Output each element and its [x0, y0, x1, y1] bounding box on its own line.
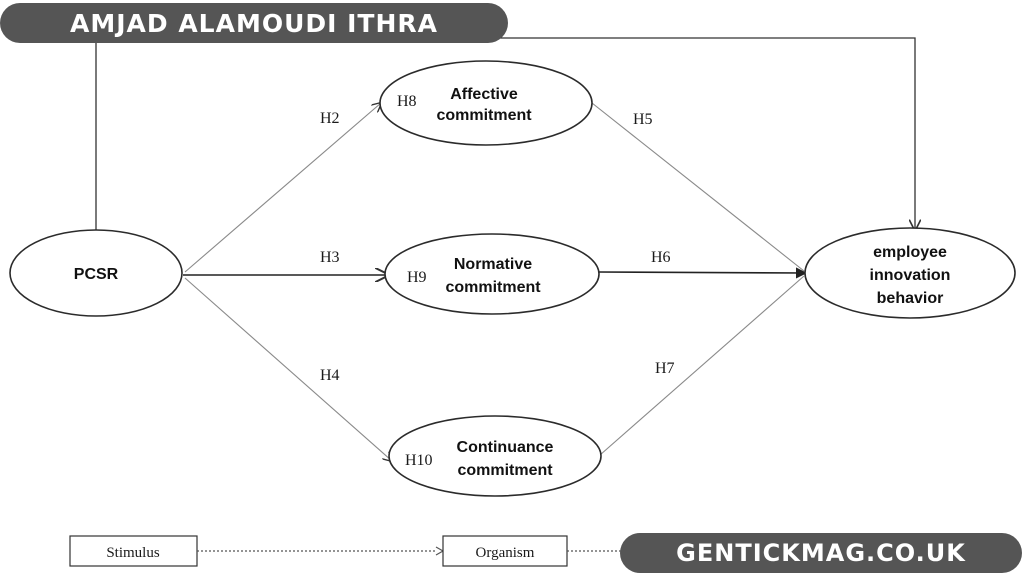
- hypothesis-label-h10: H10: [405, 452, 433, 469]
- legend-stimulus-label: Stimulus: [106, 545, 160, 561]
- node-outcome-label-3: behavior: [877, 290, 944, 307]
- hypothesis-label-h2: H2: [320, 110, 340, 127]
- edge-pcsr-to-affective: [184, 103, 381, 273]
- node-outcome-label-1: employee: [873, 244, 947, 261]
- edge-pcsr-to-outcome-direct: [95, 37, 915, 230]
- hypothesis-label-h3: H3: [320, 249, 340, 266]
- edge-normative-to-outcome: [597, 267, 808, 279]
- edge-affective-to-outcome: [591, 102, 805, 272]
- watermark-badge-top: AMJAD ALAMOUDI ITHRA: [0, 3, 508, 43]
- node-normative-commitment: Normative commitment: [384, 233, 600, 315]
- node-pcsr: PCSR: [9, 229, 183, 317]
- edge-pcsr-to-continuance: [184, 277, 392, 461]
- node-continuance-label-1: Continuance: [457, 439, 554, 456]
- node-affective-label-2: commitment: [436, 107, 532, 124]
- node-continuance-label-2: commitment: [457, 462, 553, 479]
- node-affective-commitment: Affective commitment: [379, 60, 593, 146]
- node-normative-label-1: Normative: [454, 256, 532, 273]
- hypothesis-label-h7: H7: [655, 360, 675, 377]
- legend-arrowhead: [435, 546, 445, 556]
- legend-stimulus: Stimulus: [69, 535, 198, 567]
- legend-organism-label: Organism: [476, 545, 535, 561]
- hypothesis-label-h4: H4: [320, 367, 340, 384]
- hypothesis-label-h8: H8: [397, 93, 417, 110]
- node-continuance-commitment: Continuance commitment: [388, 415, 602, 497]
- hypothesis-label-h5: H5: [633, 111, 653, 128]
- hypothesis-label-h9: H9: [407, 269, 427, 286]
- watermark-badge-bottom: GENTICKMAG.CO.UK: [620, 533, 1022, 573]
- node-affective-label-1: Affective: [450, 86, 518, 103]
- node-employee-innovation-behavior: employee innovation behavior: [804, 227, 1016, 319]
- hypothesis-label-h6: H6: [651, 249, 671, 266]
- edge-continuance-to-outcome: [599, 275, 805, 456]
- node-outcome-label-2: innovation: [870, 267, 951, 284]
- node-pcsr-label: PCSR: [74, 266, 119, 283]
- node-normative-label-2: commitment: [445, 279, 541, 296]
- legend-organism: Organism: [442, 535, 568, 567]
